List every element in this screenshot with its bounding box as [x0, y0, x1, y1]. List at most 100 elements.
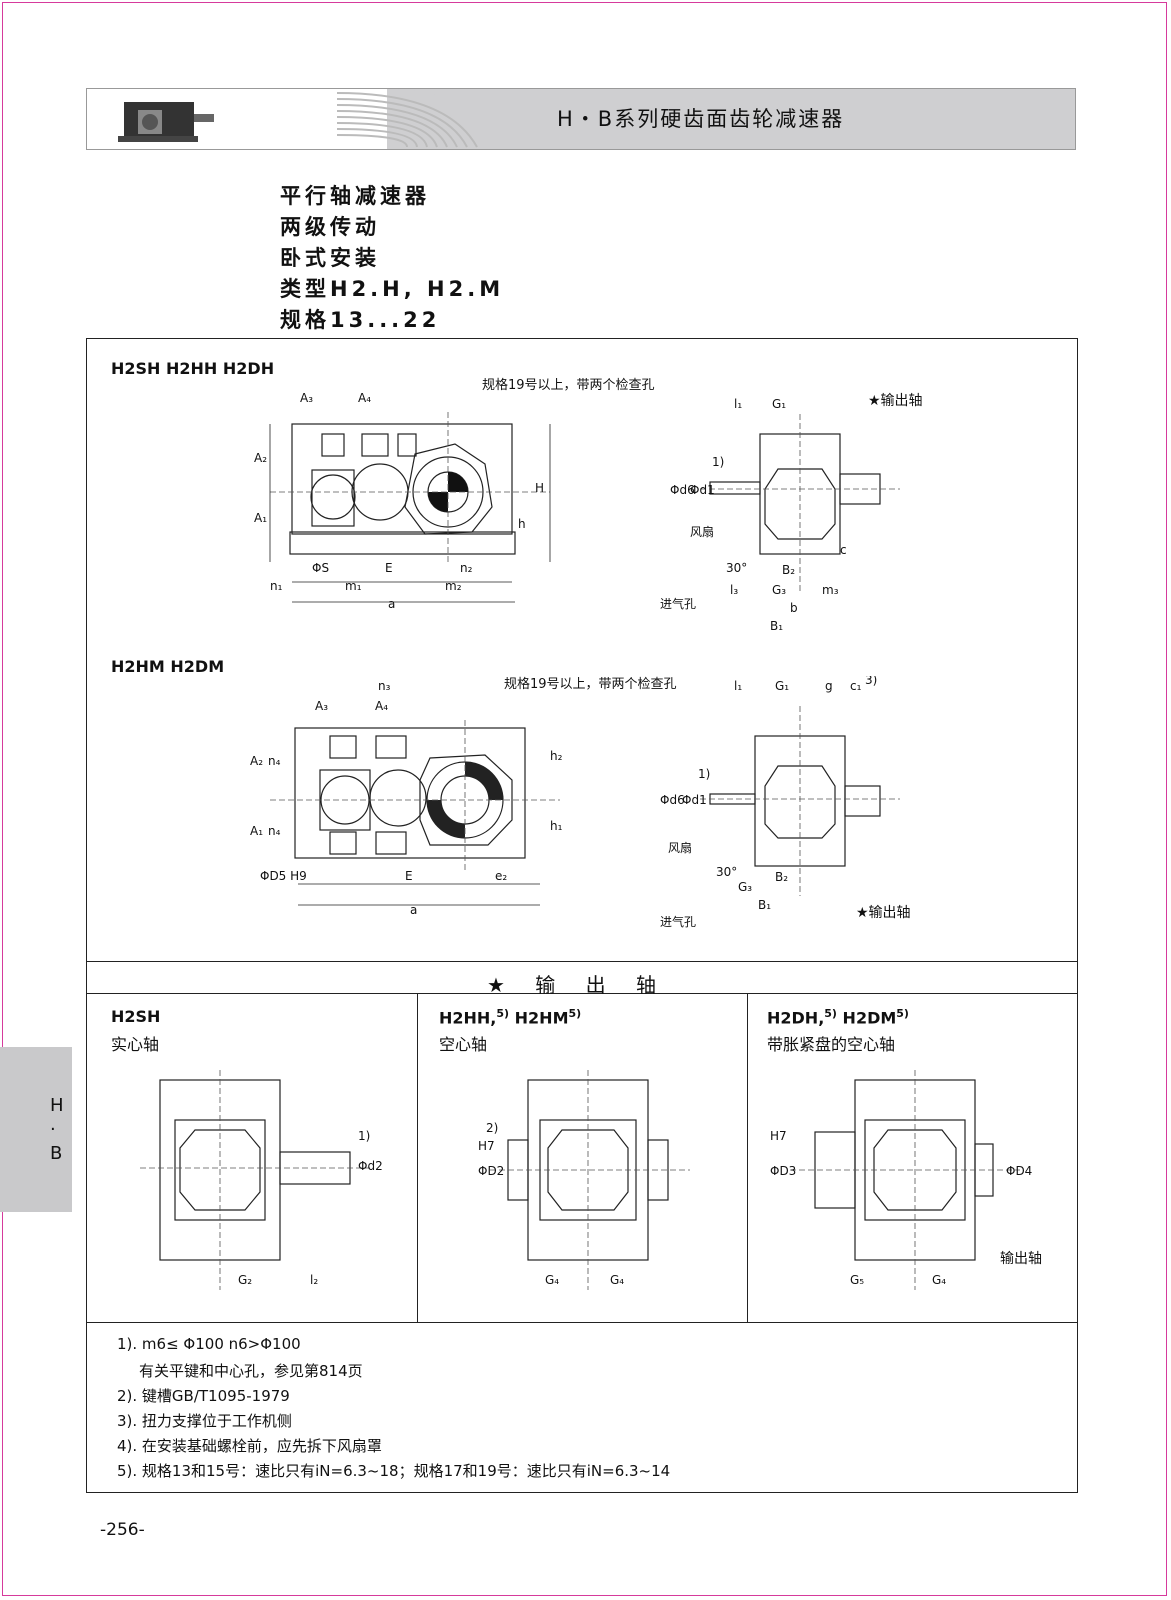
dim-note1-3: 1)	[358, 1129, 370, 1143]
output-h2sh-name: H2SH	[111, 1007, 161, 1026]
dim-a4: A₄	[358, 391, 371, 405]
h2sh-front-view-drawing: A₃ A₄ A₂ A₁ H h ΦS E n₂ n₁ m₁ m₂ a	[254, 391, 551, 611]
dim-phid2-hollow: ΦD2	[478, 1164, 504, 1178]
dim-b: b	[790, 601, 798, 615]
dim-a: a	[388, 597, 395, 611]
dim-h1: h₁	[550, 819, 563, 833]
section2-output-shaft: ★输出轴	[856, 905, 911, 921]
dim-g5: G₅	[850, 1273, 864, 1287]
dim-g1-2: G₁	[775, 679, 789, 693]
side-tab-h: H	[50, 1095, 64, 1116]
label-air-inlet: 进气孔	[660, 596, 696, 611]
note-1: 1). m6≤ Φ100 n6>Φ100	[117, 1335, 301, 1353]
dim-a3-2: A₃	[315, 699, 328, 713]
dim-h-big: H	[535, 481, 544, 495]
dim-g4-right: G₄	[610, 1273, 624, 1287]
note-2: 2). 键槽GB/T1095-1979	[117, 1387, 290, 1405]
dim-n2: n₂	[460, 561, 473, 575]
dim-n4-top: n₄	[268, 754, 281, 768]
dim-b2: B₂	[782, 563, 795, 577]
dim-a2-2: A₂	[250, 754, 263, 768]
heading-4: 类型H2.H, H2.M	[280, 277, 505, 301]
h2hh-hollow-shaft-drawing: ΦD2 H7 2) G₄ G₄	[478, 1070, 690, 1290]
dim-n4-bottom: n₄	[268, 824, 281, 838]
h2sh-solid-shaft-drawing: Φd2 1) G₂ l₂	[140, 1070, 383, 1290]
dim-b1: B₁	[770, 619, 783, 633]
note-5: 5). 规格13和15号：速比只有iN=6.3~18；规格17和19号：速比只有…	[117, 1462, 671, 1480]
dim-h2: h₂	[550, 749, 563, 763]
dim-g4-3: G₄	[932, 1273, 946, 1287]
dim-note1-2: 1)	[698, 767, 710, 781]
dim-30deg: 30°	[726, 561, 747, 575]
section1-label: H2SH H2HH H2DH	[111, 359, 275, 378]
dim-phid4: ΦD4	[1006, 1164, 1032, 1178]
dim-30deg-2: 30°	[716, 865, 737, 879]
dim-g4-left: G₄	[545, 1273, 559, 1287]
label-air-inlet-2: 进气孔	[660, 914, 696, 929]
dim-phid1: Φd1	[690, 483, 715, 497]
heading-5: 规格13...22	[280, 308, 441, 332]
dim-l2: l₂	[310, 1273, 318, 1287]
side-tab-dot: ·	[50, 1119, 56, 1140]
dim-note2: 2)	[486, 1121, 498, 1135]
note-3: 3). 扭力支撑位于工作机侧	[117, 1412, 292, 1430]
dim-a1-2: A₁	[250, 824, 263, 838]
dim-h: h	[518, 517, 526, 531]
output-side-label: 输出轴	[1000, 1251, 1042, 1267]
section1-output-shaft: ★输出轴	[868, 393, 923, 409]
dim-b1-2: B₁	[758, 898, 771, 912]
banner-stripes	[336, 89, 507, 149]
dim-h7-2: H7	[770, 1129, 787, 1143]
h2dh-shrink-disc-shaft-drawing: ΦD3 H7 ΦD4 G₅ G₄	[770, 1070, 1032, 1290]
output-shaft-header: ★ 输 出 轴	[487, 973, 669, 997]
output-h2sh-desc: 实心轴	[111, 1035, 160, 1054]
dim-g1: G₁	[772, 397, 786, 411]
side-tab: H · B	[0, 1047, 72, 1212]
section2-label: H2HM H2DM	[111, 657, 225, 676]
dim-a-2: a	[410, 903, 417, 917]
dim-l1-2: l₁	[734, 679, 742, 693]
dim-n1: n₁	[270, 579, 283, 593]
label-fan: 风扇	[690, 524, 714, 539]
section2-note: 规格19号以上，带两个检查孔	[504, 677, 677, 692]
side-tab-b: B	[50, 1143, 63, 1164]
dim-m3: m₃	[822, 583, 839, 597]
dim-a4-2: A₄	[375, 699, 388, 713]
dim-b2-2: B₂	[775, 870, 788, 884]
h2hm-side-view-drawing: l₁ G₁ g c₁ 3) Φd6 Φd1 1) 风扇 30° G₃ B₂ B₁…	[660, 676, 900, 929]
page-title: H・B系列硬齿面齿轮减速器	[557, 107, 845, 131]
dim-g3-2: G₃	[738, 880, 752, 894]
output-h2dh-desc: 带胀紧盘的空心轴	[767, 1035, 896, 1054]
output-h2dh-name: H2DH,5) H2DM5)	[767, 1007, 909, 1028]
dim-l3: l₃	[730, 583, 738, 597]
dim-a2: A₂	[254, 451, 267, 465]
gearbox-thumbnail-icon	[118, 102, 214, 142]
dim-e: E	[385, 561, 393, 575]
dim-g: g	[825, 679, 833, 693]
h2hm-front-view-drawing: n₃ A₃ A₄ A₂ n₄ A₁ n₄ h₂ h₁ ΦD5 H9 E e₂ a	[250, 680, 563, 917]
heading-3: 卧式安装	[280, 246, 380, 270]
dim-note1: 1)	[712, 455, 724, 469]
dim-phid6-2: Φd6	[660, 793, 685, 807]
note-1b: 有关平键和中心孔，参见第814页	[139, 1362, 363, 1380]
dim-c1: c₁	[850, 679, 862, 693]
dim-e-2: E	[405, 869, 413, 883]
dim-c: c	[840, 543, 847, 557]
output-h2hh-desc: 空心轴	[439, 1035, 488, 1054]
dim-phid2: Φd2	[358, 1159, 383, 1173]
header-banner: H・B系列硬齿面齿轮减速器	[86, 88, 1076, 150]
dim-note3: 3)	[865, 676, 877, 687]
heading-2: 两级传动	[280, 215, 380, 239]
dim-g3: G₃	[772, 583, 786, 597]
page-number: -256-	[100, 1520, 145, 1540]
dim-a3: A₃	[300, 391, 313, 405]
dim-l1: l₁	[734, 397, 742, 411]
section1-note: 规格19号以上，带两个检查孔	[482, 378, 655, 393]
dim-g2: G₂	[238, 1273, 252, 1287]
dim-phid1-2: Φd1	[682, 793, 707, 807]
dim-m2: m₂	[445, 579, 462, 593]
dim-phid5: ΦD5 H9	[260, 869, 307, 883]
dim-a1: A₁	[254, 511, 267, 525]
dim-m1: m₁	[345, 579, 362, 593]
